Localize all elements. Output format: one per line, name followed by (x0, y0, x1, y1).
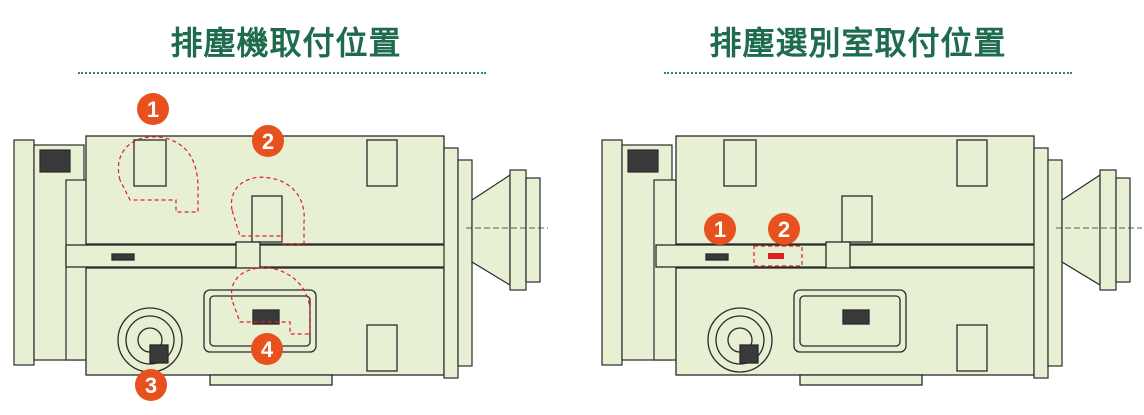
title-underline (78, 72, 486, 74)
svg-text:2: 2 (262, 129, 274, 154)
machine-lower-body (85, 267, 445, 386)
machine-diagram: 1 2 3 4 (13, 93, 548, 401)
machine-rail (65, 241, 451, 271)
separator-mark (768, 253, 784, 259)
separator-highlight (753, 245, 803, 267)
outlet-duct (443, 147, 548, 379)
fan-outlines (117, 136, 311, 335)
machine-rail (655, 241, 1041, 271)
side-housing (601, 139, 677, 366)
panel-dust-fan-position: 排塵機取付位置 (13, 24, 548, 401)
panel-dust-separator-position: 排塵選別室取付位置 (572, 0, 1144, 415)
marker-1: 1 (137, 93, 169, 125)
marker-1: 1 (704, 213, 736, 245)
machine-lower-body (675, 267, 1035, 386)
machine-diagram: 1 2 (601, 135, 1142, 386)
title-underline (664, 72, 1072, 74)
svg-text:4: 4 (261, 337, 274, 362)
marker-2: 2 (768, 213, 800, 245)
marker-3: 3 (135, 369, 167, 401)
svg-text:1: 1 (147, 97, 159, 122)
panel-title: 排塵選別室取付位置 (709, 24, 1007, 62)
panel-title: 排塵機取付位置 (170, 24, 402, 62)
svg-text:3: 3 (145, 373, 157, 398)
outlet-duct (1033, 147, 1142, 379)
marker-4: 4 (251, 333, 283, 365)
marker-2: 2 (252, 125, 284, 157)
svg-text:2: 2 (778, 217, 790, 242)
svg-text:1: 1 (714, 217, 726, 242)
